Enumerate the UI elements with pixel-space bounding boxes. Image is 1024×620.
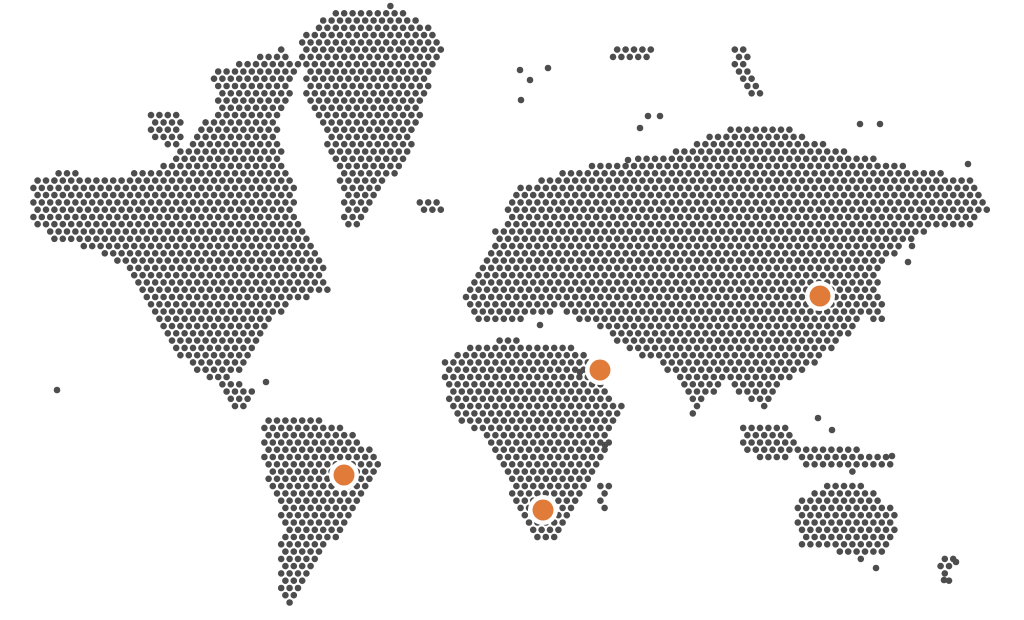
highlight-marker-south-africa bbox=[528, 495, 558, 525]
land-dots bbox=[30, 2, 991, 606]
highlight-markers bbox=[329, 281, 835, 525]
highlight-marker-sudan bbox=[585, 355, 615, 385]
highlight-marker-brazil bbox=[329, 460, 359, 490]
highlight-marker-china bbox=[805, 281, 835, 311]
